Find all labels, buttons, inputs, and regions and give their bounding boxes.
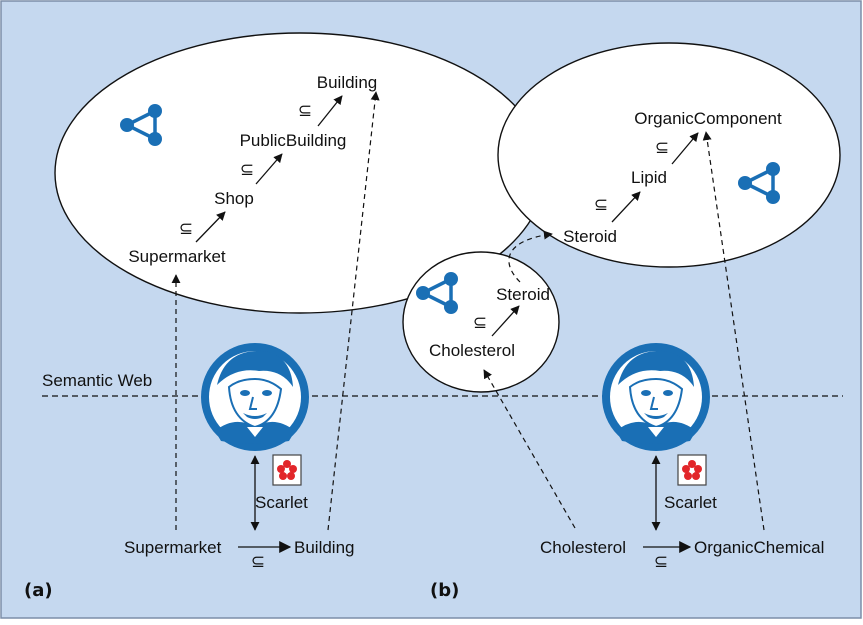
subsumption-arrow — [195, 211, 226, 243]
subsumption-arrow — [317, 95, 343, 127]
local-target-b: OrganicChemical — [694, 538, 824, 557]
ontology-ellipse-b2 — [497, 42, 841, 268]
concept-cholesterol: Cholesterol — [429, 341, 515, 360]
mapping-arrow — [483, 369, 576, 529]
concept-supermarket: Supermarket — [128, 247, 226, 266]
concept-publicbuilding: PublicBuilding — [240, 131, 347, 150]
concept-organiccomponent: OrganicComponent — [634, 109, 782, 128]
scarlet-label-b: Scarlet — [664, 493, 717, 512]
panel-label-b: (b) — [430, 580, 459, 601]
subset-symbol: ⊆ — [179, 219, 193, 238]
local-source-b: Cholesterol — [540, 538, 626, 557]
panel-label-a: (a) — [24, 580, 53, 601]
subset-symbol: ⊆ — [654, 552, 668, 571]
subset-symbol: ⊆ — [240, 160, 254, 179]
agent-portrait-icon — [601, 342, 711, 452]
mapping-arrow — [702, 131, 765, 531]
subset-symbol: ⊆ — [594, 195, 608, 214]
concept-building: Building — [317, 73, 378, 92]
scarlet-logo-icon — [272, 454, 302, 486]
subsumption-arrow — [491, 305, 520, 337]
concept-steroid-1: Steroid — [496, 285, 550, 304]
local-target-a: Building — [294, 538, 355, 557]
ontology-ellipse-b1 — [402, 251, 560, 393]
subsumption-arrow — [671, 132, 699, 165]
local-source-a: Supermarket — [124, 538, 222, 557]
semantic-web-label: Semantic Web — [42, 371, 152, 390]
concept-lipid: Lipid — [631, 168, 667, 187]
scarlet-logo-icon — [677, 454, 707, 486]
subsumption-arrow — [255, 153, 283, 185]
agent-portrait-icon — [200, 342, 310, 452]
mapping-arrow — [327, 91, 380, 531]
subset-symbol: ⊆ — [655, 138, 669, 157]
subset-symbol: ⊆ — [298, 101, 312, 120]
subset-symbol: ⊆ — [251, 552, 265, 571]
concept-shop: Shop — [214, 189, 254, 208]
scarlet-label-a: Scarlet — [255, 493, 308, 512]
subsumption-arrow — [611, 191, 641, 223]
mapping-arrow — [508, 230, 553, 283]
subset-symbol: ⊆ — [473, 313, 487, 332]
concept-steroid-2: Steroid — [563, 227, 617, 246]
